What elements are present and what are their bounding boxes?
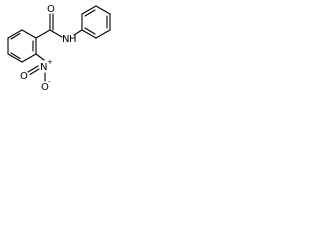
ring-right-bond-6: [81, 29, 97, 39]
ring-to-carbonyl-bond: [35, 29, 51, 39]
ring-left-double-bond-2: [10, 52, 21, 60]
ring-left-bond-3: [21, 53, 37, 63]
nitrogen-to-phenyl-bond: [73, 29, 83, 36]
carbonyl-group: [35, 13, 63, 39]
ring-to-nitro-bond: [35, 53, 45, 61]
nitro-group: [27, 53, 46, 82]
ring-left-bond-4: [7, 53, 23, 63]
ring-right-bond-3: [95, 5, 111, 15]
benzene-ring-right: [81, 5, 111, 39]
ring-right-bond-5: [95, 29, 111, 39]
chemical-structure-diagram: O N H N + O O -: [7, 4, 111, 91]
carbonyl-to-nitrogen-bond: [49, 29, 63, 38]
nitro-n-o-double-bond-a: [27, 65, 39, 73]
nitro-positive-charge: +: [47, 58, 53, 66]
nitro-n-o-double-bond-b: [29, 68, 40, 76]
amide-hydrogen-label: H: [69, 34, 77, 45]
carbonyl-oxygen-label: O: [47, 4, 55, 15]
nitro-nitrogen-label: N: [40, 62, 47, 73]
ring-right-double-bond-3: [84, 27, 96, 35]
ring-left-bond-1: [21, 29, 37, 39]
amide-nitrogen-label: N: [62, 34, 69, 45]
nitro-oxygen-single-label: O: [41, 82, 49, 91]
ring-right-bond-2: [81, 5, 97, 15]
ring-left-double-bond-3: [10, 32, 21, 40]
benzene-ring-left: [7, 29, 37, 63]
ring-left-bond-6: [7, 29, 23, 39]
nitro-negative-charge: -: [48, 78, 51, 86]
nitro-oxygen-double-label: O: [20, 71, 28, 82]
ring-right-double-bond-1: [84, 9, 96, 17]
